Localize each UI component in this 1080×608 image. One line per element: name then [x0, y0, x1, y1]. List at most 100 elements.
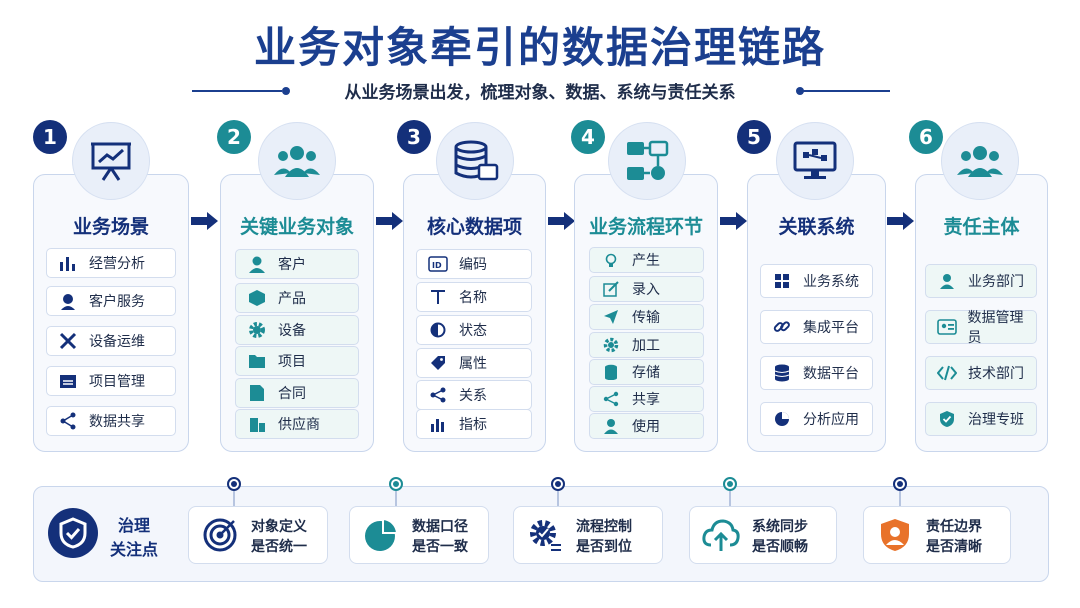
share-icon [57, 410, 79, 432]
arrow-right-icon [548, 212, 575, 230]
column-title: 关键业务对象 [239, 216, 354, 238]
person-icon [936, 270, 958, 292]
send-icon [600, 306, 622, 328]
list-item: 指标 [416, 409, 532, 439]
connector-line [729, 491, 731, 506]
step-number: 3 [397, 120, 431, 154]
tools-icon [57, 330, 79, 352]
folder-list-icon [57, 370, 79, 392]
svg-text:ID: ID [432, 261, 442, 270]
list-item: 录入 [589, 276, 704, 302]
list-item: 治理专班 [925, 402, 1037, 436]
pie-chart-icon [362, 516, 400, 554]
contrast-icon [427, 319, 449, 341]
list-item: 项目 [235, 346, 359, 376]
gear-icon [600, 334, 622, 356]
building-icon [246, 413, 268, 435]
item-label: 数据管理员 [967, 310, 1024, 346]
item-label: 集成平台 [803, 320, 859, 336]
arrow-right-icon [720, 212, 747, 230]
list-item: 分析应用 [760, 402, 873, 436]
person-icon [246, 253, 268, 275]
person-icon [600, 415, 622, 437]
item-label: 设备 [278, 323, 306, 339]
user-group-icon [258, 122, 336, 200]
list-item: 合同 [235, 378, 359, 408]
item-label: 数据共享 [89, 414, 145, 430]
item-label: 客户 [278, 257, 306, 273]
item-label: 技术部门 [968, 366, 1024, 382]
list-item: 数据管理员 [925, 310, 1037, 346]
bar-chart-icon [57, 252, 79, 274]
arrow-right-icon [376, 212, 403, 230]
focus-text: 数据口径是否一致 [412, 517, 468, 557]
step-number: 5 [737, 120, 771, 154]
focus-text-line: 是否一致 [412, 539, 468, 555]
list-item: 数据共享 [46, 406, 176, 436]
column-title: 关联系统 [778, 216, 855, 238]
code-icon [936, 362, 958, 384]
target-icon [201, 516, 239, 554]
list-item: 状态 [416, 315, 532, 345]
headset-icon [57, 290, 79, 312]
item-label: 供应商 [278, 417, 320, 433]
document-icon [246, 382, 268, 404]
text-icon [427, 286, 449, 308]
item-label: 属性 [459, 356, 487, 372]
focus-text-line: 是否顺畅 [752, 539, 808, 555]
focus-text-line: 责任边界 [926, 519, 982, 535]
item-label: 项目管理 [89, 374, 145, 390]
item-label: 数据平台 [803, 366, 859, 382]
focus-card-data-caliber: 数据口径是否一致 [349, 506, 489, 564]
step-number: 4 [571, 120, 605, 154]
list-item: 传输 [589, 304, 704, 330]
focus-text: 责任边界是否清晰 [926, 517, 982, 557]
item-label: 经营分析 [89, 256, 145, 272]
connector-pin [227, 477, 241, 491]
connector-pin [389, 477, 403, 491]
item-label: 名称 [459, 290, 487, 306]
list-item: 共享 [589, 386, 704, 412]
tag-icon [427, 352, 449, 374]
item-label: 客户服务 [89, 294, 145, 310]
focus-text-line: 是否统一 [251, 539, 307, 555]
column-title: 业务场景 [72, 216, 149, 238]
item-label: 业务系统 [803, 274, 859, 290]
focus-text-line: 数据口径 [412, 519, 468, 535]
database-icon [771, 362, 793, 384]
connector-pin [723, 477, 737, 491]
focus-card-responsibility-boundary: 责任边界是否清晰 [863, 506, 1011, 564]
step-number: 1 [33, 120, 67, 154]
list-item: 项目管理 [46, 366, 176, 396]
connector-line [395, 491, 397, 506]
list-item: 集成平台 [760, 310, 873, 344]
focus-text: 流程控制是否到位 [576, 517, 632, 557]
focus-label: 治理关注点 [106, 514, 162, 562]
grid-apps-icon [771, 270, 793, 292]
focus-card-process-control: 流程控制是否到位 [513, 506, 663, 564]
item-label: 分析应用 [803, 412, 859, 428]
focus-text-line: 是否到位 [576, 539, 632, 555]
shield-check-icon [48, 508, 98, 558]
list-item: 使用 [589, 413, 704, 439]
storage-icon [600, 361, 622, 383]
column-title: 核心数据项 [426, 216, 522, 238]
list-item: 名称 [416, 282, 532, 312]
list-item: 客户服务 [46, 286, 176, 316]
share-icon [600, 388, 622, 410]
list-item: 业务部门 [925, 264, 1037, 298]
step-number: 2 [217, 120, 251, 154]
divider-dot [282, 87, 290, 95]
item-label: 传输 [632, 310, 660, 326]
connector-pin [893, 477, 907, 491]
focus-text-line: 对象定义 [251, 519, 307, 535]
arrow-right-icon [887, 212, 914, 230]
focus-text-line: 是否清晰 [926, 539, 982, 555]
shield-check-icon [936, 408, 958, 430]
item-label: 关系 [459, 388, 487, 404]
connector-line [899, 491, 901, 506]
presentation-chart-icon [72, 122, 150, 200]
item-label: 使用 [632, 419, 660, 435]
list-item: 产生 [589, 247, 704, 273]
gear-check-icon [526, 516, 564, 554]
